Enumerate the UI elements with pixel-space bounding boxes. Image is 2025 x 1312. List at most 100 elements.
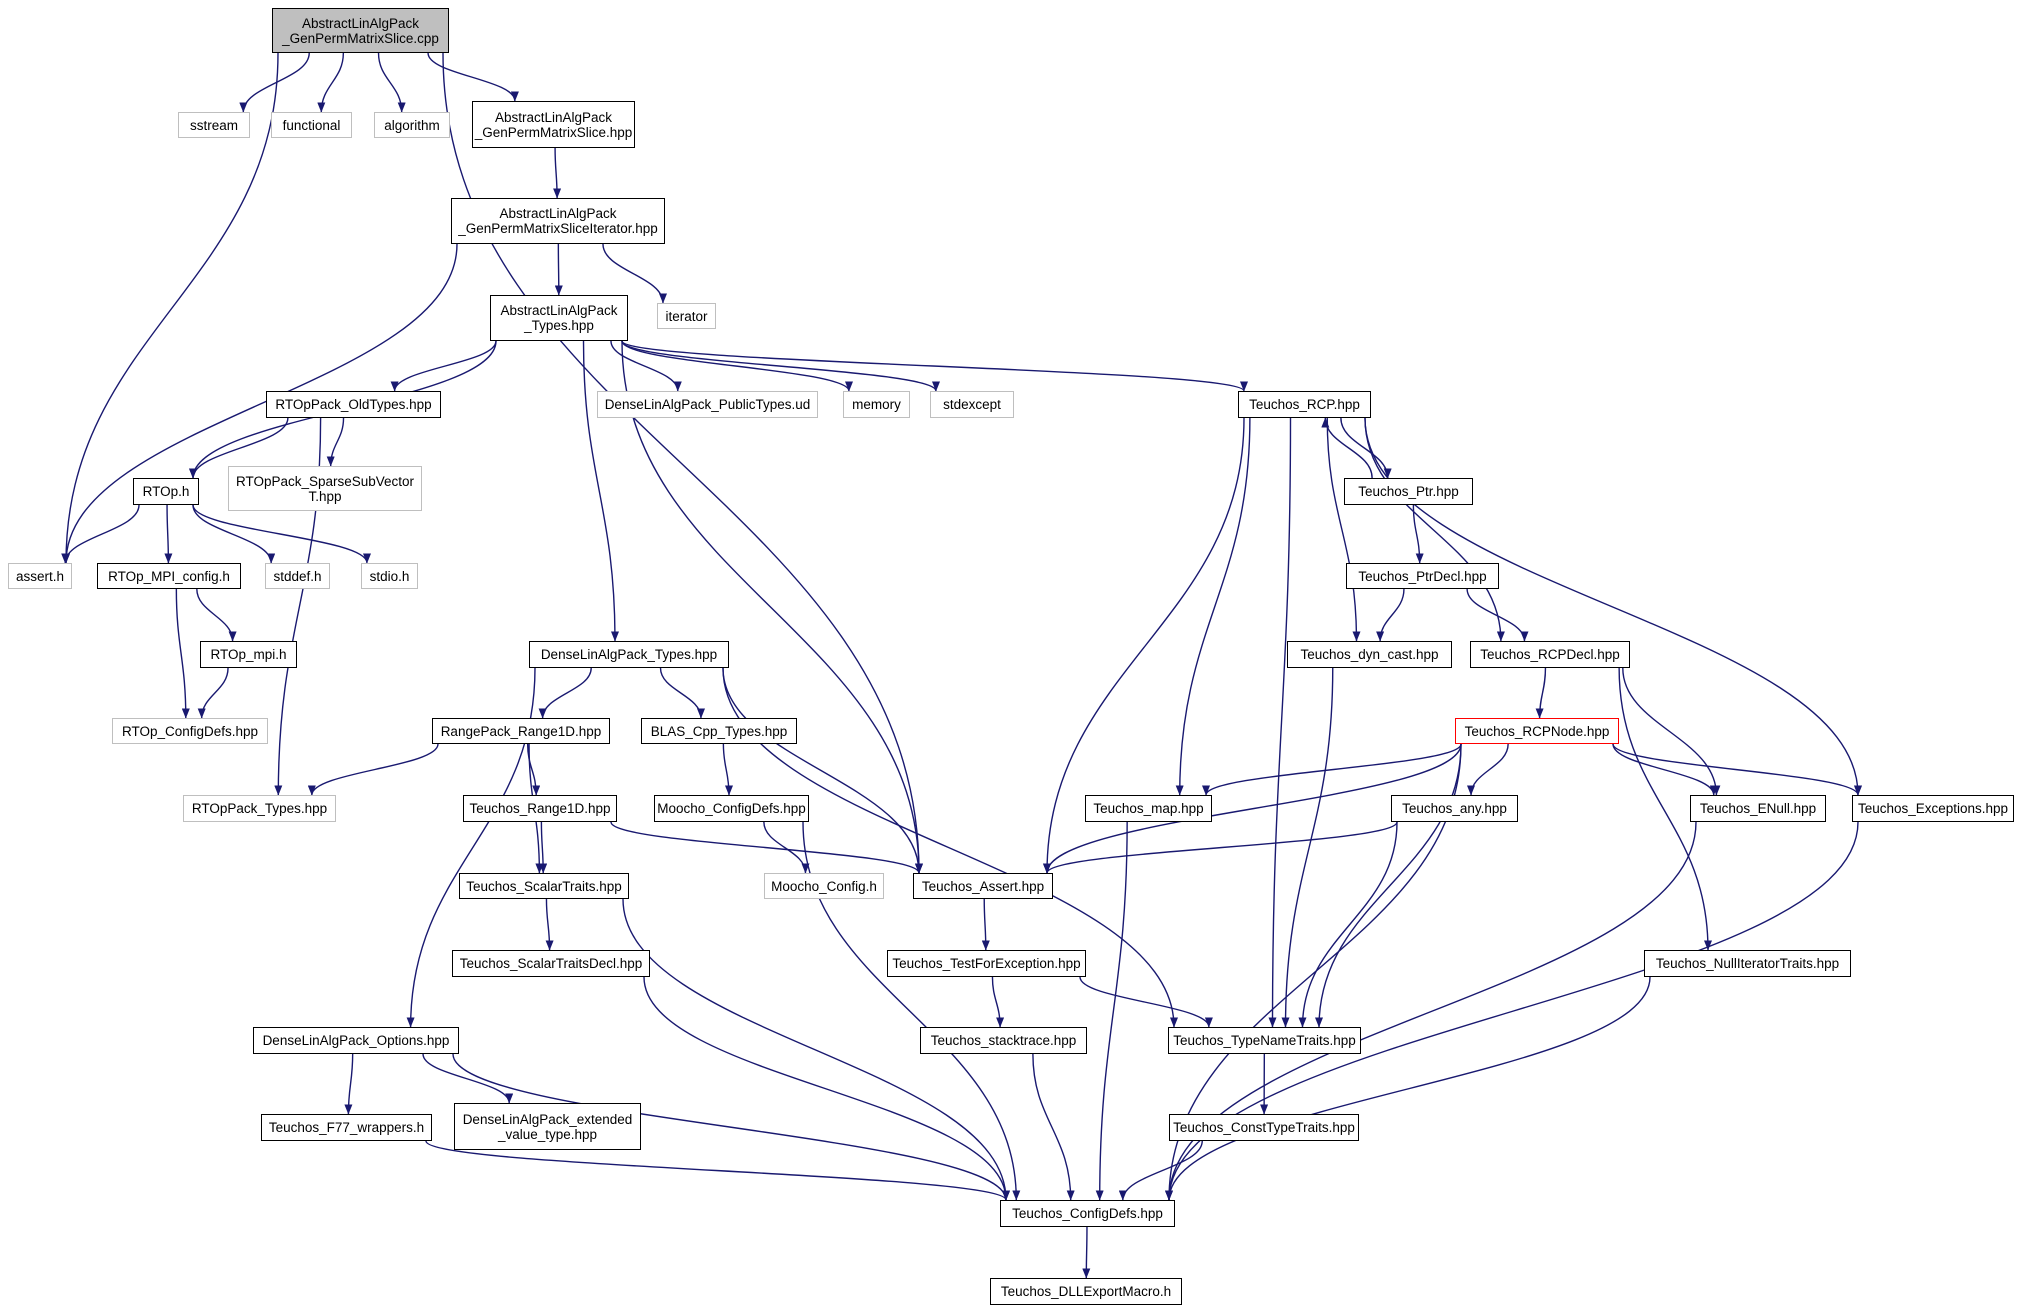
edge-ptrdecl-to-dyn_cast [1376,588,1405,642]
edge-rtop_oldtypes-to-rtop_sparse [326,417,345,467]
node-map-hpp[interactable]: Teuchos_map.hpp [1085,795,1212,822]
edge-root-to-teuchos_assert [442,52,923,874]
node-rcpdecl[interactable]: Teuchos_RCPDecl.hpp [1470,641,1630,668]
node-moocho-config[interactable]: Moocho_Config.h [764,873,884,899]
node-dense-extended[interactable]: DenseLinAlgPack_extended _value_type.hpp [454,1103,641,1150]
node-assert-h[interactable]: assert.h [8,563,72,589]
edge-rangepack-to-range1d [526,743,541,796]
node-ptrdecl[interactable]: Teuchos_PtrDecl.hpp [1346,563,1499,589]
node-rtop-h[interactable]: RTOp.h [133,478,199,505]
edge-rcpnode-to-exceptions [1612,743,1862,796]
node-stddef[interactable]: stddef.h [265,563,330,589]
node-scalartraits[interactable]: Teuchos_ScalarTraits.hpp [459,873,629,899]
node-dense-options[interactable]: DenseLinAlgPack_Options.hpp [253,1027,459,1054]
edge-rtop_mpi_config-to-rtop_mpi_h [196,588,237,642]
edge-rcpdecl-to-enull [1622,667,1721,796]
node-gpmsi-hpp[interactable]: AbstractLinAlgPack _GenPermMatrixSliceIt… [451,198,665,244]
edge-root-to-functional [317,52,345,113]
edge-any_hpp-to-typenametraits [1298,821,1398,1028]
edge-root-to-sstream [239,52,310,113]
node-rcpnode[interactable]: Teuchos_RCPNode.hpp [1455,718,1619,744]
edge-rtop_h-to-stddef [192,504,276,564]
edge-scalartraits-to-scalartraitsdecl [545,898,554,951]
node-dense-types[interactable]: DenseLinAlgPack_Types.hpp [529,641,729,668]
node-rtop-configdefs[interactable]: RTOp_ConfigDefs.hpp [112,718,268,744]
edge-rtop_h-to-rtop_mpi_config [164,504,173,564]
edge-rcpdecl-to-rcpnode [1535,667,1547,719]
node-root[interactable]: AbstractLinAlgPack _GenPermMatrixSlice.c… [272,8,449,53]
node-stdio[interactable]: stdio.h [361,563,418,589]
edge-gpms_hpp-to-gpmsi_hpp [553,147,562,199]
edge-types_hpp-to-teuchos_assert [621,340,923,874]
node-stdexcept[interactable]: stdexcept [930,391,1014,418]
edge-types_hpp-to-rcp_hpp [621,340,1248,392]
edge-rcpdecl-to-nulliterator [1618,667,1712,951]
node-rtop-mpi-config[interactable]: RTOp_MPI_config.h [97,563,241,589]
edge-rangepack-to-rtoppack_types [307,743,439,796]
node-blas-cpp[interactable]: BLAS_Cpp_Types.hpp [641,718,797,744]
node-teuchos-assert[interactable]: Teuchos_Assert.hpp [913,873,1053,899]
node-functional[interactable]: functional [271,112,352,138]
edge-blas_cpp-to-moocho_configdefs [722,743,733,796]
node-consttypetraits[interactable]: Teuchos_ConstTypeTraits.hpp [1169,1114,1359,1141]
edge-rcp_hpp-to-map_hpp [1175,417,1251,796]
edge-gpmsi_hpp-to-assert_h [62,243,458,564]
edge-rcpnode-to-map_hpp [1202,743,1462,796]
node-rtop-sparse[interactable]: RTOpPack_SparseSubVector T.hpp [228,466,422,511]
node-moocho-configdefs[interactable]: Moocho_ConfigDefs.hpp [654,795,809,822]
edge-rtop_oldtypes-to-rtop_h [189,417,289,479]
node-nulliterator[interactable]: Teuchos_NullIteratorTraits.hpp [1644,950,1851,977]
edge-ptrdecl-to-rcpdecl [1466,588,1529,642]
node-rtop-mpi-h[interactable]: RTOp_mpi.h [200,641,297,668]
edge-rtop_mpi_h-to-rtop_configdefs [197,667,229,719]
node-configdefs[interactable]: Teuchos_ConfigDefs.hpp [1000,1200,1175,1227]
node-rcp-hpp[interactable]: Teuchos_RCP.hpp [1238,391,1371,418]
node-dense-public[interactable]: DenseLinAlgPack_PublicTypes.ud [597,391,818,418]
node-any-hpp[interactable]: Teuchos_any.hpp [1391,795,1518,822]
node-enull[interactable]: Teuchos_ENull.hpp [1690,795,1826,822]
edge-dense_options-to-configdefs [452,1053,1010,1201]
node-types-hpp[interactable]: AbstractLinAlgPack _Types.hpp [490,295,628,341]
node-gpms-hpp[interactable]: AbstractLinAlgPack _GenPermMatrixSlice.h… [472,101,635,148]
edge-types_hpp-to-dense_public [610,340,682,392]
edge-types_hpp-to-stdexcept [621,340,940,392]
node-stacktrace[interactable]: Teuchos_stacktrace.hpp [920,1027,1087,1054]
edge-rtop_h-to-stdio [192,504,371,564]
node-iterator[interactable]: iterator [657,303,716,329]
node-range1d[interactable]: Teuchos_Range1D.hpp [463,795,617,822]
edge-types_hpp-to-dense_types [582,340,619,642]
node-f77-wrappers[interactable]: Teuchos_F77_wrappers.h [261,1114,432,1141]
node-testforexception[interactable]: Teuchos_TestForException.hpp [887,950,1086,977]
node-typenametraits[interactable]: Teuchos_TypeNameTraits.hpp [1168,1027,1361,1054]
edge-rtop_mpi_config-to-rtop_configdefs [175,588,190,719]
edge-dense_types-to-rangepack [538,667,592,719]
edge-rcp_hpp-to-dyn_cast [1326,417,1361,642]
edge-types_hpp-to-memory [621,340,853,392]
edge-rcpnode-to-enull [1612,743,1718,796]
edge-consttypetraits-to-configdefs [1118,1140,1203,1201]
edge-range1d-to-scalartraits [539,821,548,874]
node-memory[interactable]: memory [843,391,910,418]
node-sstream[interactable]: sstream [178,112,250,138]
node-dyn-cast[interactable]: Teuchos_dyn_cast.hpp [1287,641,1452,668]
edge-rcp_hpp-to-ptr_hpp [1340,417,1392,479]
edge-dense_types-to-teuchos_assert [722,667,923,874]
edge-nulliterator-to-configdefs [1165,976,1651,1201]
edge-ptr_hpp-to-ptrdecl [1412,504,1424,564]
edge-root-to-assert_h [62,52,279,564]
node-algorithm[interactable]: algorithm [374,112,450,138]
edge-dense_options-to-dense_extended [422,1053,514,1104]
node-rtop-oldtypes[interactable]: RTOpPack_OldTypes.hpp [266,391,441,418]
node-rangepack[interactable]: RangePack_Range1D.hpp [432,718,610,744]
node-scalartraitsdecl[interactable]: Teuchos_ScalarTraitsDecl.hpp [452,950,650,977]
node-rtoppack-types[interactable]: RTOpPack_Types.hpp [183,795,336,822]
edge-any_hpp-to-teuchos_assert [1043,821,1398,874]
edge-scalartraitsdecl-to-configdefs [643,976,1010,1201]
edge-rcp_hpp-to-teuchos_assert [1043,417,1245,874]
edge-configdefs-to-dllexport [1082,1226,1091,1279]
node-ptr-hpp[interactable]: Teuchos_Ptr.hpp [1344,478,1473,505]
edge-dense_options-to-f77_wrappers [344,1053,354,1115]
node-dllexport[interactable]: Teuchos_DLLExportMacro.h [990,1278,1182,1305]
node-exceptions[interactable]: Teuchos_Exceptions.hpp [1852,795,2014,822]
edge-range1d-to-teuchos_assert [610,821,923,874]
